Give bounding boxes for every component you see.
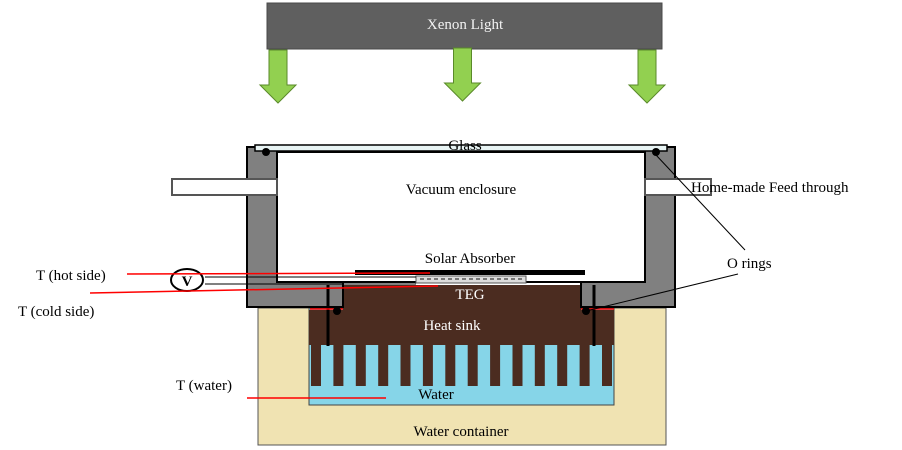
solar-absorber bbox=[355, 270, 585, 275]
heat-sink-fin bbox=[490, 344, 501, 386]
voltmeter-symbol: V bbox=[182, 274, 193, 290]
o-ring-leader-bottom bbox=[585, 273, 739, 312]
glass-window bbox=[254, 144, 668, 152]
heat-sink-fin bbox=[467, 344, 478, 386]
water-label: Water bbox=[418, 387, 453, 403]
heat-sink-fin bbox=[557, 344, 568, 386]
o-rings-label: O rings bbox=[727, 256, 772, 272]
feedthrough-label: Home-made Feed through bbox=[691, 180, 849, 196]
xenon-light: Xenon Light bbox=[266, 2, 663, 50]
heat-sink-fin bbox=[355, 344, 366, 386]
o-ring-top-right bbox=[652, 148, 660, 156]
heat-sink-fin bbox=[534, 344, 545, 386]
t-cold-label: T (cold side) bbox=[18, 304, 94, 320]
heat-sink-fin bbox=[378, 344, 389, 386]
o-ring-top-left bbox=[262, 148, 270, 156]
heat-sink-fin bbox=[602, 344, 612, 386]
heat-sink bbox=[309, 285, 614, 386]
light-arrow bbox=[627, 49, 667, 104]
absorber-label: Solar Absorber bbox=[425, 251, 515, 267]
heat-sink-label: Heat sink bbox=[423, 318, 481, 334]
heat-sink-fin bbox=[445, 344, 456, 386]
o-ring-leader-top bbox=[655, 154, 746, 251]
t-hot-label: T (hot side) bbox=[36, 268, 106, 284]
water-container-label: Water container bbox=[414, 424, 509, 440]
heat-sink-fin bbox=[422, 344, 433, 386]
t-water-label: T (water) bbox=[176, 378, 232, 394]
light-arrow bbox=[258, 49, 298, 104]
heat-sink-fin bbox=[512, 344, 523, 386]
heat-sink-fin bbox=[333, 344, 344, 386]
heat-sink-fin bbox=[579, 344, 590, 386]
voltmeter: V bbox=[170, 268, 204, 292]
heat-sink-fin bbox=[400, 344, 411, 386]
thermocouple-hot-line bbox=[126, 272, 431, 275]
teg-label: TEG bbox=[455, 287, 484, 303]
o-ring-bottom-left bbox=[333, 307, 341, 315]
vacuum-label: Vacuum enclosure bbox=[406, 182, 517, 198]
light-arrow bbox=[443, 47, 482, 102]
thermocouple-cold-line bbox=[89, 285, 439, 294]
heat-sink-fin bbox=[311, 344, 321, 386]
glass-label: Glass bbox=[448, 138, 481, 154]
feedthrough-left bbox=[171, 178, 278, 196]
xenon-light-label: Xenon Light bbox=[427, 17, 504, 33]
light-arrows bbox=[258, 47, 667, 104]
